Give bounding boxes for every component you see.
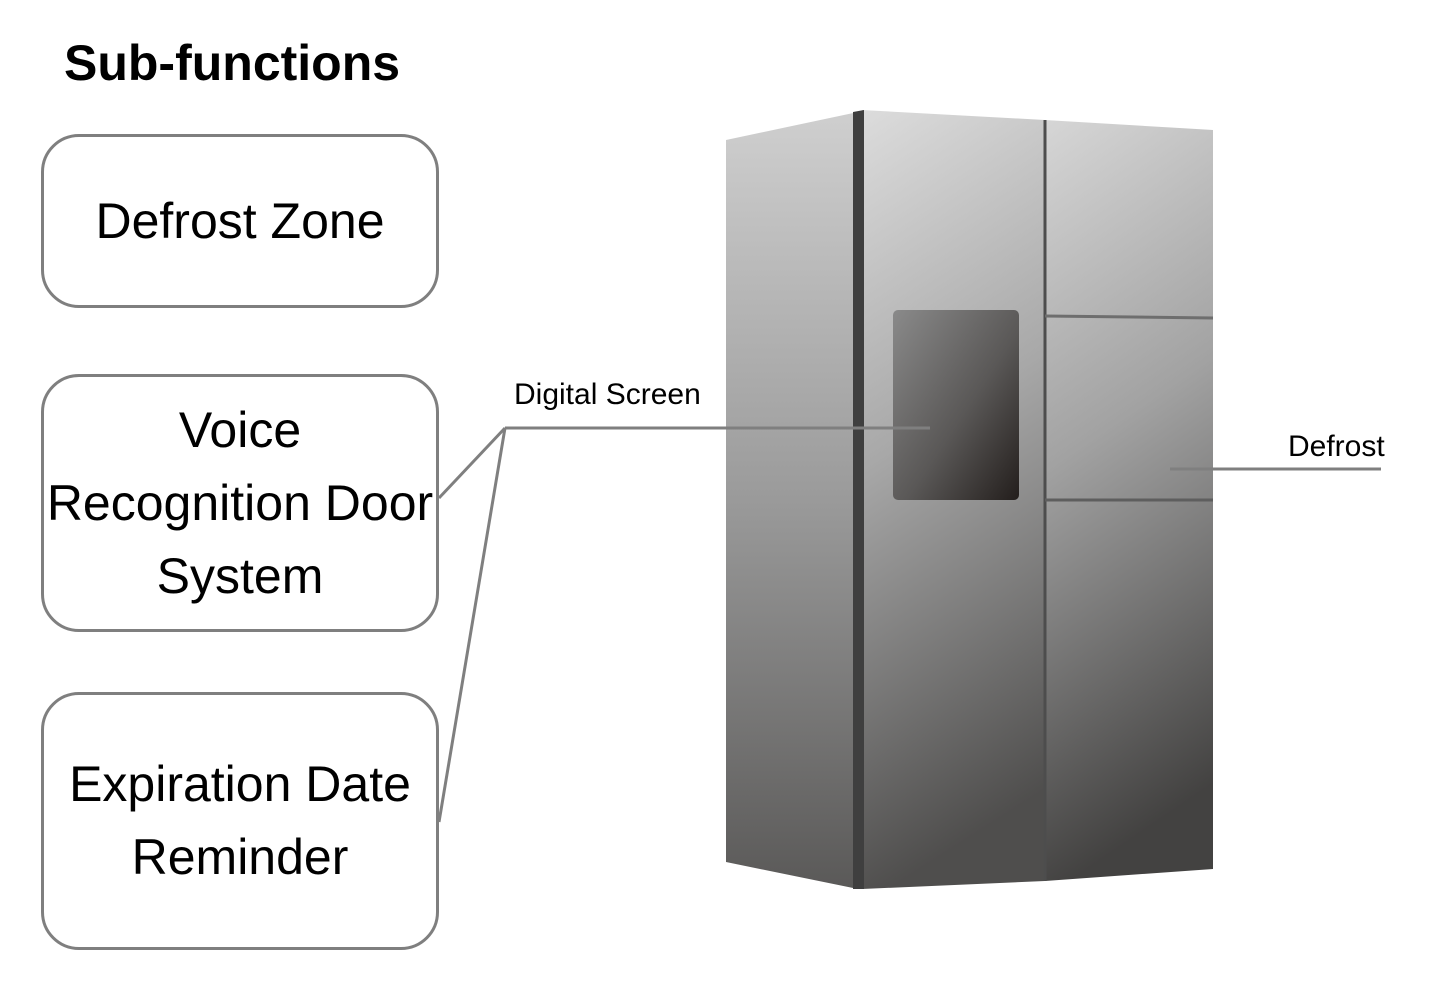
diagram-title: Sub-functions xyxy=(64,35,401,91)
fridge-side-panel xyxy=(726,112,858,889)
sub-function-defrost-zone: Defrost Zone xyxy=(41,134,439,308)
sub-function-voice-recognition-door-system: Voice Recognition Door System xyxy=(41,374,439,632)
digital-screen-panel xyxy=(893,310,1019,500)
connector-lines xyxy=(437,426,1381,823)
connector-to-voice-box xyxy=(437,426,507,500)
sub-function-label: Defrost Zone xyxy=(95,192,385,249)
fridge-corner-edge xyxy=(853,110,864,889)
defrost-label: Defrost xyxy=(1288,430,1385,463)
sub-function-label: Voice Recognition Door System xyxy=(46,401,434,604)
sub-function-expiration-date-reminder: Expiration Date Reminder xyxy=(41,692,439,950)
digital-screen-label: Digital Screen xyxy=(514,378,701,411)
fridge-compartment-line xyxy=(1044,314,1214,320)
connector-to-expiration-box xyxy=(437,427,507,823)
sub-function-label: Expiration Date Reminder xyxy=(69,756,411,885)
